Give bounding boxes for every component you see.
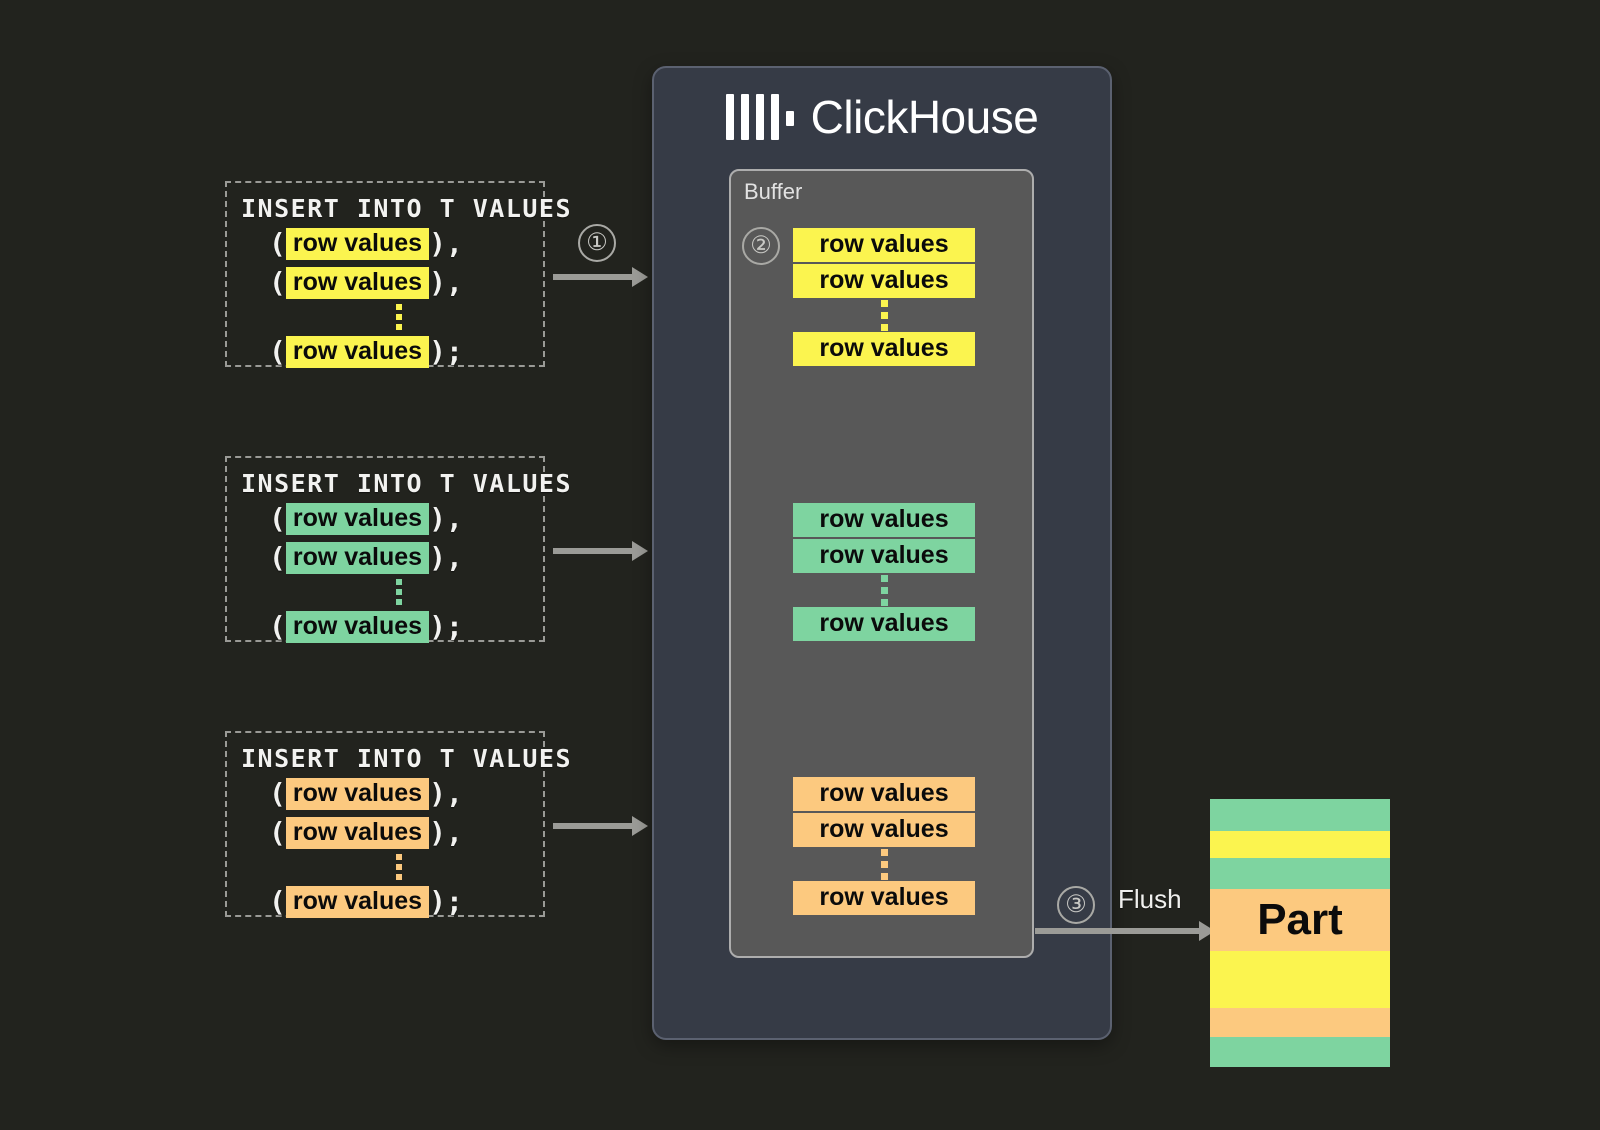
vertical-ellipsis-icon	[241, 302, 529, 332]
close-paren: ),	[429, 265, 463, 299]
vertical-ellipsis-icon	[241, 852, 529, 882]
clickhouse-logo-row: ClickHouse	[654, 94, 1110, 140]
buffer-group-orange: row values row values row values	[793, 777, 975, 915]
buffer-row: row values	[793, 777, 975, 811]
open-paren: (	[269, 501, 286, 535]
vertical-ellipsis-icon	[241, 577, 529, 607]
clickhouse-bars-logo-icon	[725, 94, 794, 140]
row-values-chip: row values	[285, 502, 430, 535]
arrow-insert-to-clickhouse-1	[553, 267, 648, 287]
open-paren: (	[269, 609, 286, 643]
close-paren: ),	[429, 815, 463, 849]
part-stripe	[1210, 831, 1390, 858]
insert-statement-box-yellow: INSERT INTO T VALUES ( row values ), ( r…	[225, 181, 573, 368]
row-values-chip: row values	[285, 541, 430, 574]
close-paren: );	[429, 609, 463, 643]
clickhouse-title: ClickHouse	[810, 91, 1039, 143]
buffer-box: Buffer row values row values row values …	[729, 169, 1034, 958]
part-stripe	[1210, 1037, 1390, 1067]
insert-row: ( row values ),	[241, 224, 529, 263]
arrow-buffer-to-part	[1035, 921, 1215, 941]
buffer-row: row values	[793, 264, 975, 298]
buffer-label: Buffer	[744, 179, 803, 204]
close-paren: ),	[429, 501, 463, 535]
insert-row: ( row values ),	[241, 499, 529, 538]
open-paren: (	[269, 265, 286, 299]
buffer-row: row values	[793, 813, 975, 847]
arrow-insert-to-clickhouse-2	[553, 541, 648, 561]
part-label: Part	[1257, 895, 1343, 944]
insert-row: ( row values ),	[241, 813, 529, 852]
part-stripe	[1210, 889, 1390, 951]
open-paren: (	[269, 815, 286, 849]
open-paren: (	[269, 226, 286, 260]
row-values-chip: row values	[285, 885, 430, 918]
insert-header: INSERT INTO T VALUES	[241, 744, 573, 773]
buffer-row: row values	[793, 332, 975, 366]
row-values-chip: row values	[285, 610, 430, 643]
close-paren: ),	[429, 776, 463, 810]
insert-row: ( row values );	[241, 332, 529, 371]
buffer-row: row values	[793, 503, 975, 537]
open-paren: (	[269, 540, 286, 574]
part-stripe	[1210, 951, 1390, 1008]
insert-row: ( row values );	[241, 607, 529, 646]
buffer-group-green: row values row values row values	[793, 503, 975, 641]
insert-header: INSERT INTO T VALUES	[241, 194, 573, 223]
open-paren: (	[269, 334, 286, 368]
close-paren: ),	[429, 540, 463, 574]
insert-row: ( row values ),	[241, 263, 529, 302]
step-badge-1: ①	[578, 224, 616, 262]
buffer-row: row values	[793, 607, 975, 641]
part-stripe	[1210, 858, 1390, 889]
insert-statement-box-green: INSERT INTO T VALUES ( row values ), ( r…	[225, 456, 573, 643]
insert-row: ( row values ),	[241, 538, 529, 577]
row-values-chip: row values	[285, 266, 430, 299]
buffer-group-yellow: row values row values row values	[793, 228, 975, 366]
part-block: Part	[1210, 799, 1390, 1067]
row-values-chip: row values	[285, 816, 430, 849]
open-paren: (	[269, 776, 286, 810]
insert-header: INSERT INTO T VALUES	[241, 469, 573, 498]
open-paren: (	[269, 884, 286, 918]
insert-row: ( row values );	[241, 882, 529, 921]
insert-row: ( row values ),	[241, 774, 529, 813]
step-badge-3: ③	[1057, 886, 1095, 924]
buffer-row: row values	[793, 228, 975, 262]
part-stripe	[1210, 1008, 1390, 1037]
close-paren: );	[429, 884, 463, 918]
buffer-row: row values	[793, 881, 975, 915]
row-values-chip: row values	[285, 335, 430, 368]
close-paren: );	[429, 334, 463, 368]
vertical-ellipsis-icon	[793, 298, 975, 332]
insert-statement-box-orange: INSERT INTO T VALUES ( row values ), ( r…	[225, 731, 573, 918]
vertical-ellipsis-icon	[793, 573, 975, 607]
vertical-ellipsis-icon	[793, 847, 975, 881]
close-paren: ),	[429, 226, 463, 260]
flush-label: Flush	[1118, 884, 1182, 914]
step-badge-2: ②	[742, 227, 780, 265]
row-values-chip: row values	[285, 227, 430, 260]
part-stripe	[1210, 799, 1390, 831]
buffer-row: row values	[793, 539, 975, 573]
row-values-chip: row values	[285, 777, 430, 810]
arrow-insert-to-clickhouse-3	[553, 816, 648, 836]
